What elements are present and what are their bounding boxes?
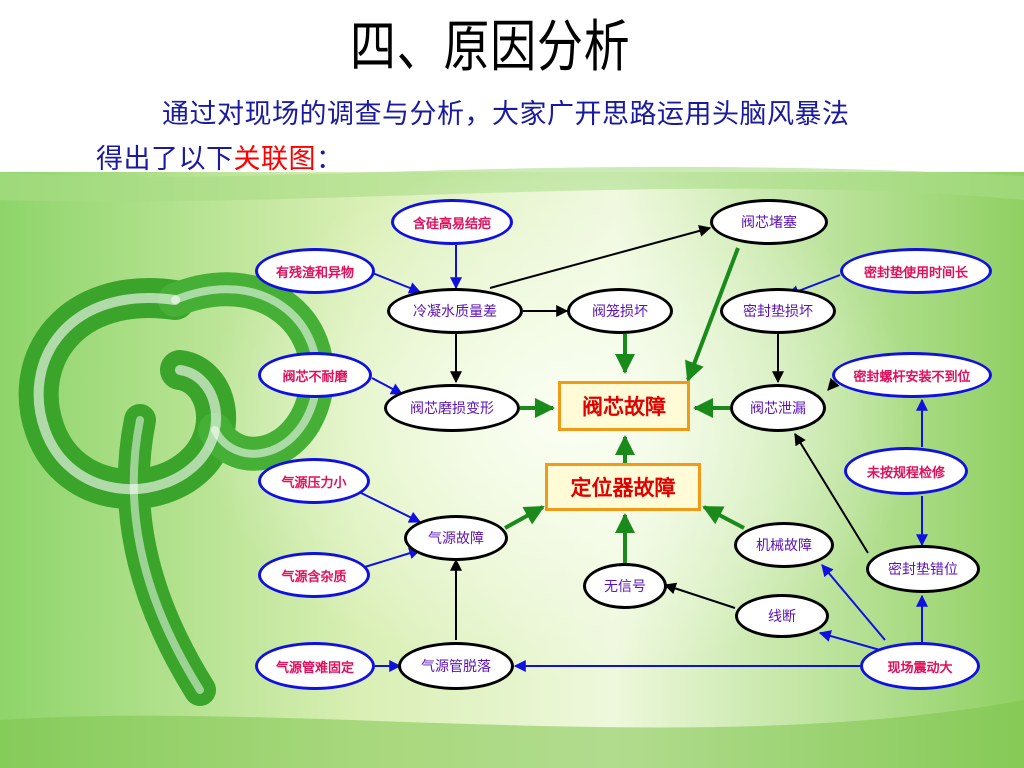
node-xianduan: 线断 [735,594,829,638]
node-nanguding: 气源管难固定 [255,642,375,690]
node-lengning: 冷凝水质量差 [387,288,523,334]
node-jixie: 机械故障 [734,522,834,568]
node-wuxinhao: 无信号 [583,563,667,609]
node-qiyuanguzhang: 气源故障 [404,515,508,561]
node-main: 阀芯故障 [558,381,690,431]
node-zhendong: 现场震动大 [860,642,980,690]
intro-line-2-prefix: 得出了以下 [96,144,234,175]
node-fadu: 阀芯堵塞 [710,199,828,245]
node-momo: 阀芯磨损变形 [384,384,520,432]
node-qiyaxiao: 气源压力小 [258,458,370,504]
slide-title: 四、原因分析 [350,15,631,80]
intro-line-2-suffix: ： [316,144,344,175]
intro-highlight: 关联图 [233,144,316,175]
intro-line-1: 通过对现场的调查与分析，大家广开思路运用头脑风暴法 [162,99,850,130]
node-nomo: 阀芯不耐磨 [258,352,372,398]
node-xielou: 阀芯泄漏 [730,384,826,432]
node-mifeng-damage: 密封垫损坏 [720,288,836,334]
node-hanggui: 含硅高易结疤 [391,199,513,245]
node-dingwei: 定位器故障 [545,463,701,511]
node-luoshuan: 密封螺杆安装不到位 [832,352,992,398]
arrow-lines [354,225,928,672]
node-mifeng-time: 密封垫使用时间长 [840,248,992,294]
node-mifeng-cuowei: 密封垫错位 [866,545,980,593]
node-canzha: 有残渣和异物 [255,248,375,294]
bottom-swoosh [0,700,1024,768]
intro-text: 通过对现场的调查与分析，大家广开思路运用头脑风暴法 得出了以下关联图： [96,92,996,182]
intro-line-2: 得出了以下关联图： [96,137,996,182]
node-fanlong: 阀笼损坏 [567,288,673,334]
node-zazhi: 气源含杂质 [258,552,370,598]
node-tuoluo: 气源管脱落 [398,642,514,690]
node-weian: 未按规程检修 [844,447,968,495]
